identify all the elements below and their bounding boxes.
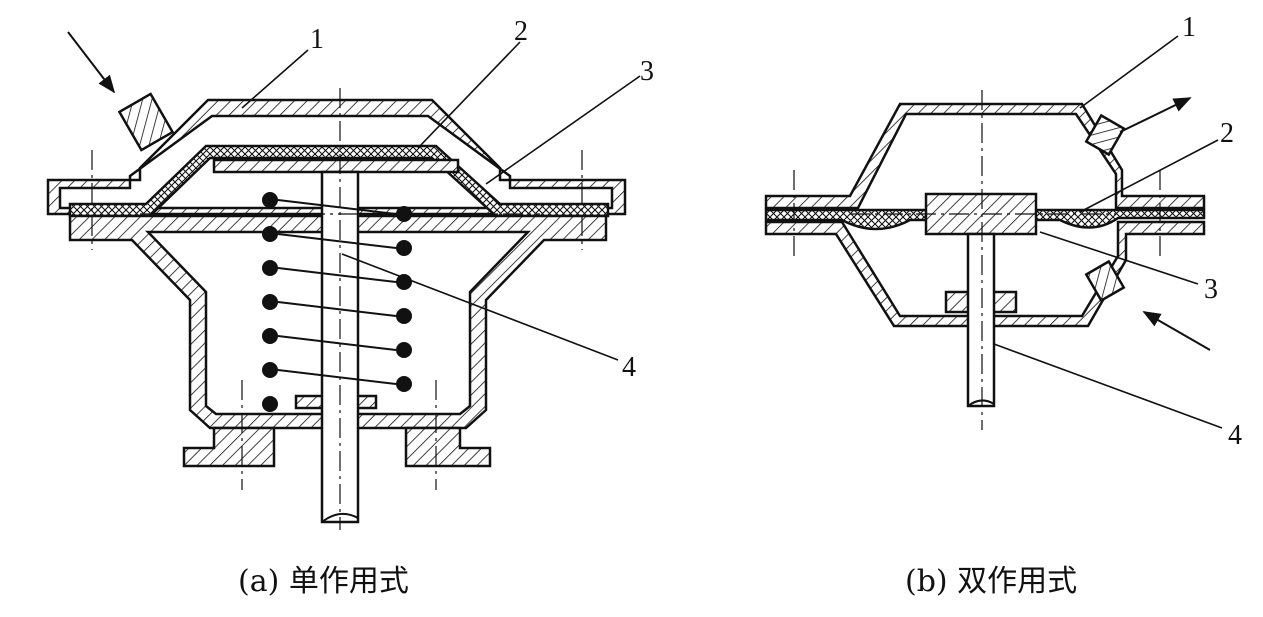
outlet-arrow <box>1119 97 1192 133</box>
input-arrow <box>67 31 116 94</box>
pressure-plate <box>212 158 460 174</box>
lower-casing <box>764 220 1206 328</box>
caption-double-acting: (b) 双作用式 <box>905 564 1078 599</box>
center-lines-b <box>793 90 1161 430</box>
label-b-4: 4 <box>1228 420 1242 451</box>
left-bracket <box>182 426 276 468</box>
label-b-3: 3 <box>1204 274 1218 305</box>
upper-cover <box>46 98 627 216</box>
label-a-4: 4 <box>622 352 636 383</box>
double-acting-actuator <box>764 35 1223 430</box>
caption-single-acting: (a) 单作用式 <box>238 564 409 599</box>
lower-housing <box>68 214 608 430</box>
center-lines <box>91 88 583 530</box>
label-b-1: 1 <box>1182 12 1196 43</box>
right-bracket <box>404 426 492 468</box>
inlet-arrow <box>1142 311 1211 351</box>
single-acting-actuator <box>46 31 641 530</box>
leader-lines <box>241 41 641 361</box>
label-a-2: 2 <box>514 16 528 47</box>
inlet-fitting <box>117 92 175 152</box>
label-a-1: 1 <box>310 24 324 55</box>
spring-lines <box>277 199 397 385</box>
label-b-2: 2 <box>1220 118 1234 149</box>
spring <box>262 192 412 412</box>
rod-b <box>966 232 996 408</box>
leader-lines-b <box>993 35 1223 429</box>
upper-casing <box>764 102 1206 210</box>
lower-port <box>1084 259 1126 303</box>
upper-port <box>1084 113 1126 157</box>
label-a-3: 3 <box>640 56 654 87</box>
